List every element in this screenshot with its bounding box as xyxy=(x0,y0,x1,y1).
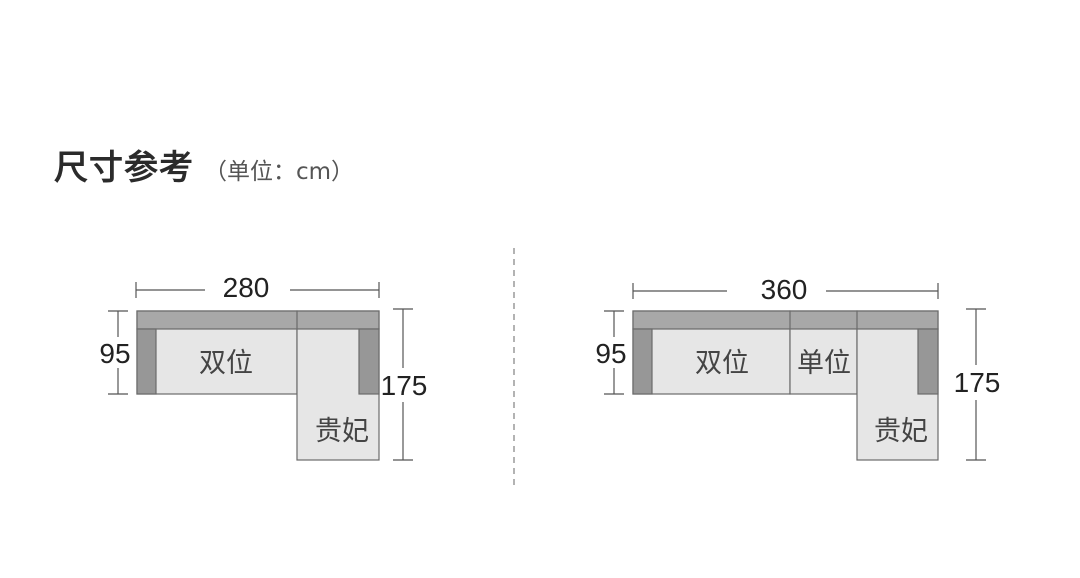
depth-label: 95 xyxy=(99,338,130,369)
chaise-depth-label: 175 xyxy=(381,370,428,401)
seat-label-chaise: 贵妃 xyxy=(315,416,369,447)
page-title: 尺寸参考 xyxy=(54,148,194,188)
backrest xyxy=(632,310,939,330)
width-dimension: 360 xyxy=(632,274,939,305)
width-label: 360 xyxy=(761,274,808,305)
chaise-depth-label: 175 xyxy=(954,367,1001,398)
seat-label-chaise: 贵妃 xyxy=(874,416,928,447)
chaise-depth-dimension: 175 xyxy=(381,308,428,461)
depth-dimension: 95 xyxy=(99,310,131,395)
sofa-diagram-360: 360 95 175 双位 单位 xyxy=(595,274,1001,461)
unit-note: （单位：cm） xyxy=(204,159,355,185)
depth-label: 95 xyxy=(595,338,626,369)
backrest xyxy=(136,310,380,330)
chaise-depth-dimension: 175 xyxy=(954,308,1001,461)
sofa-diagram-280: 280 95 175 双位 贵妃 xyxy=(99,272,428,461)
sofa-shape: 双位 贵妃 xyxy=(136,310,380,461)
seat-label-single: 单位 xyxy=(797,348,851,379)
seat-label-double: 双位 xyxy=(199,348,253,379)
width-dimension: 280 xyxy=(135,272,380,303)
right-armrest xyxy=(358,328,380,395)
left-armrest xyxy=(136,328,157,395)
depth-dimension: 95 xyxy=(595,310,627,395)
right-armrest xyxy=(917,328,939,395)
seat-label-double: 双位 xyxy=(695,348,749,379)
title-block: 尺寸参考 （单位：cm） xyxy=(54,140,354,189)
width-label: 280 xyxy=(223,272,270,303)
left-armrest xyxy=(632,328,653,395)
sofa-shape: 双位 单位 贵妃 xyxy=(632,310,939,461)
